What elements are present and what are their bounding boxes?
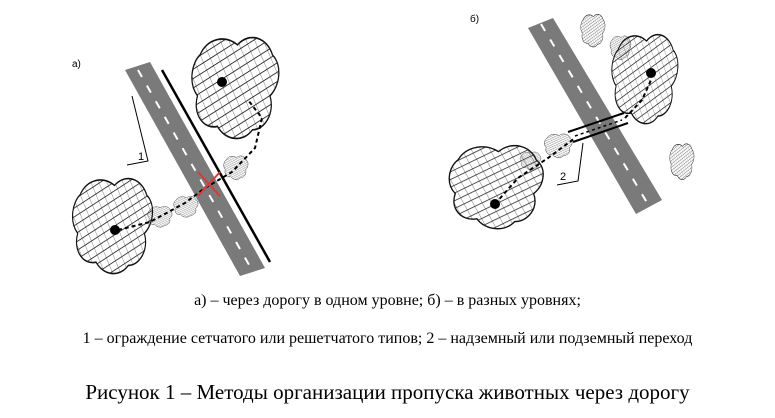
- marker-2: 2: [556, 142, 584, 186]
- road-b: [528, 18, 662, 214]
- figure-title: Рисунок 1 – Методы организации пропуска …: [85, 380, 690, 404]
- marker-1: 1: [126, 95, 149, 166]
- svg-text:1: 1: [138, 151, 144, 163]
- panel-b-label: б): [470, 13, 479, 25]
- habitat-a-lower: [71, 177, 154, 275]
- fence-a: [160, 69, 272, 263]
- diagram: а) 1 б) 2: [71, 13, 695, 276]
- panel-a-label: а): [72, 59, 81, 70]
- cross-mark: [197, 171, 221, 197]
- crossing-path-a: [117, 99, 264, 231]
- caption-line-1: а) – через дорогу в одном уровне; б) – в…: [194, 292, 581, 309]
- svg-text:2: 2: [560, 171, 566, 183]
- overpass: [567, 112, 629, 143]
- road-a: [125, 62, 265, 276]
- habitat-b-right: [611, 33, 679, 125]
- habitat-a-upper: [191, 36, 280, 140]
- caption-line-2: 1 – ограждение сетчатого или решетчатого…: [82, 330, 693, 347]
- crossing-path-b: [494, 79, 652, 205]
